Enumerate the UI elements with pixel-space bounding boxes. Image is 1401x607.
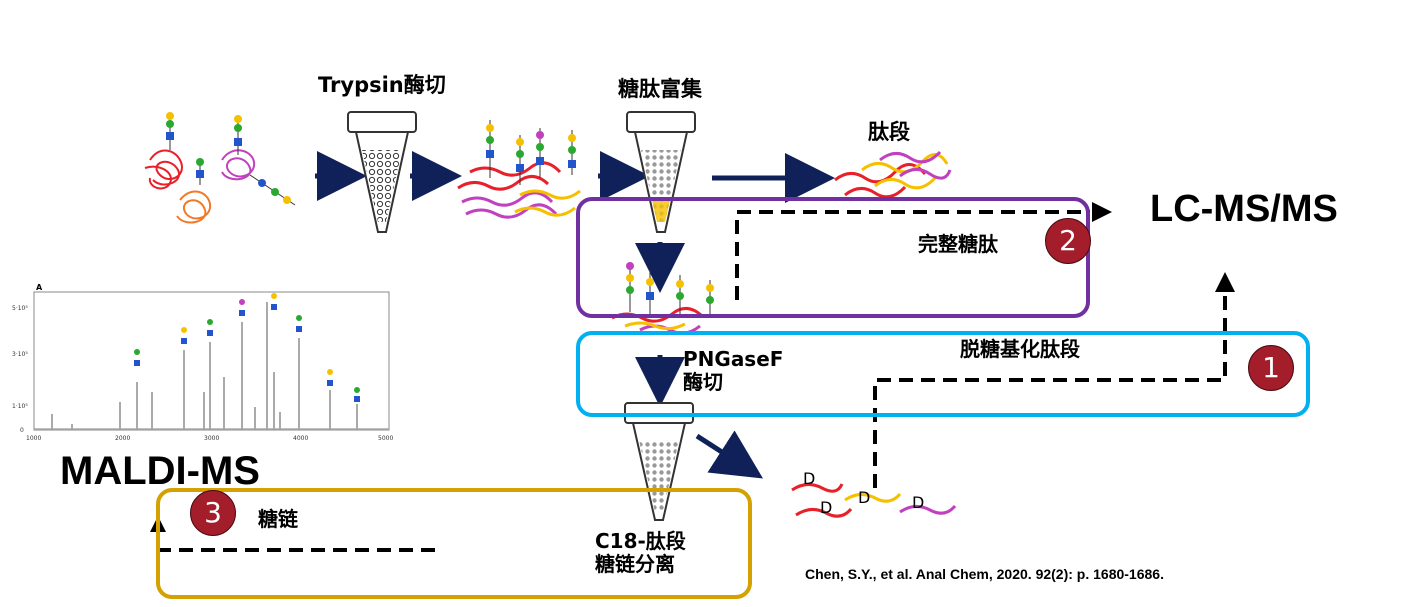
trypsin-tube xyxy=(347,111,417,233)
badge-two: 2 xyxy=(1045,218,1091,264)
glycan-box xyxy=(156,488,752,599)
ytick-2: 3·10⁵ xyxy=(12,351,28,358)
glycoprotein-orange xyxy=(176,190,212,224)
glycan-structures xyxy=(166,112,296,206)
xtick-3: 3000 xyxy=(204,435,219,442)
badge-three: 3 xyxy=(190,490,236,536)
c18-label: C18-肽段 糖链分离 xyxy=(595,530,686,576)
glycan-label: 糖链 xyxy=(258,507,298,531)
deglycosylated-peptide-label: 脱糖基化肽段 xyxy=(960,337,1080,361)
peptides-top xyxy=(834,150,952,199)
glycoprotein-magenta xyxy=(221,149,256,181)
xtick-1: 1000 xyxy=(26,435,41,442)
intact-glycopeptides xyxy=(611,262,711,335)
trypsin-label: Trypsin酶切 xyxy=(318,73,446,97)
citation: Chen, S.Y., et al. Anal Chem, 2020. 92(2… xyxy=(805,566,1164,582)
maldi-label: MALDI-MS xyxy=(60,449,260,493)
pngasef-line1: PNGaseF xyxy=(683,347,784,371)
peptides-label: 肽段 xyxy=(868,120,910,144)
svg-text:D: D xyxy=(858,488,870,507)
svg-text:D: D xyxy=(803,469,815,488)
flow-arrows-top xyxy=(315,151,835,479)
c18-tube xyxy=(624,402,694,521)
pngasef-line2: 酶切 xyxy=(683,370,723,394)
pngasef-label: PNGaseF 酶切 xyxy=(683,348,783,394)
svg-text:D: D xyxy=(912,493,924,512)
glycopeptide-mixture xyxy=(457,120,581,219)
enrichment-label: 糖肽富集 xyxy=(618,77,702,101)
intact-glycopeptide-label: 完整糖肽 xyxy=(918,232,998,256)
glycoprotein-red xyxy=(144,149,183,190)
ytick-4: 0 xyxy=(20,427,24,434)
ytick-1: 5·10⁵ xyxy=(12,305,28,312)
xtick-4: 4000 xyxy=(293,435,308,442)
xtick-5: 5000 xyxy=(378,435,393,442)
enrichment-tube xyxy=(626,111,696,233)
badge-one: 1 xyxy=(1248,345,1294,391)
c18-line1: C18-肽段 xyxy=(595,529,686,553)
deglycosylated-peptide-box xyxy=(576,331,1310,417)
spectrum-panel-label: A xyxy=(36,283,43,292)
lcms-label: LC-MS/MS xyxy=(1150,188,1338,230)
svg-text:D: D xyxy=(820,498,832,517)
deglycosylated-peptides xyxy=(791,483,957,518)
ytick-3: 1·10⁵ xyxy=(12,403,28,410)
xtick-2: 2000 xyxy=(115,435,130,442)
maldi-spectrum: A 5·10⁵ 3·10⁵ 1·10⁵ 0 1000 2000 3000 400… xyxy=(12,283,393,442)
intact-glycopeptide-box xyxy=(576,197,1090,318)
c18-line2: 糖链分离 xyxy=(595,552,675,576)
